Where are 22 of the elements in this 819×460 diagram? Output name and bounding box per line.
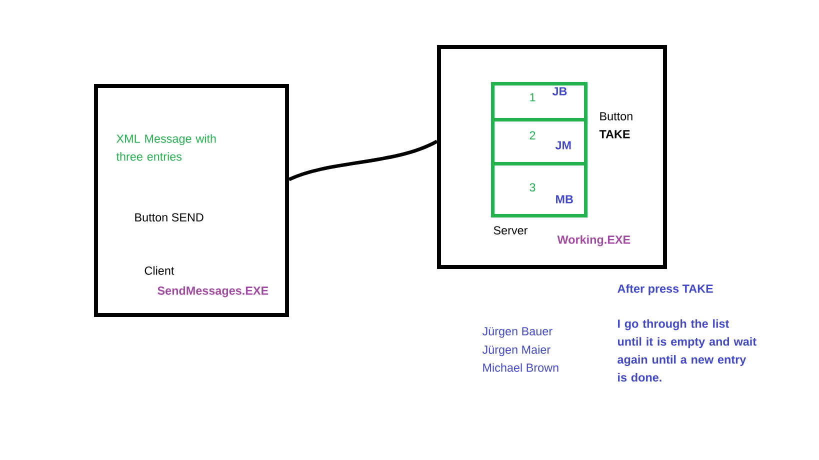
entry-initials: MB xyxy=(556,195,573,204)
note-heading: After press TAKE xyxy=(618,284,713,296)
name-text: Jürgen Maier xyxy=(482,345,550,356)
button-text: Button TAKE xyxy=(599,112,632,138)
list-cell xyxy=(491,162,588,218)
program-name: Working.EXE xyxy=(557,235,630,246)
entry-number: 1 xyxy=(530,93,536,102)
name-text: Jürgen Bauer xyxy=(482,327,552,338)
button-text: Button SEND xyxy=(135,213,204,222)
entry-number: 3 xyxy=(530,183,536,192)
box-title: Server xyxy=(494,226,528,235)
name-text: Michael Brown xyxy=(483,363,558,372)
entry-number: 2 xyxy=(530,131,536,140)
box-title: Client xyxy=(144,266,174,275)
program-name: SendMessages.EXE xyxy=(158,286,268,298)
note-text: I go through the list until it is empty and wait again until a new entry is done. xyxy=(618,319,756,382)
program-box xyxy=(94,84,289,317)
program-box xyxy=(437,45,667,269)
message-text: XML Message with three entries xyxy=(116,134,216,161)
entry-initials: JB xyxy=(552,87,567,96)
entry-initials: JM xyxy=(555,141,571,150)
connector-line xyxy=(288,140,438,182)
